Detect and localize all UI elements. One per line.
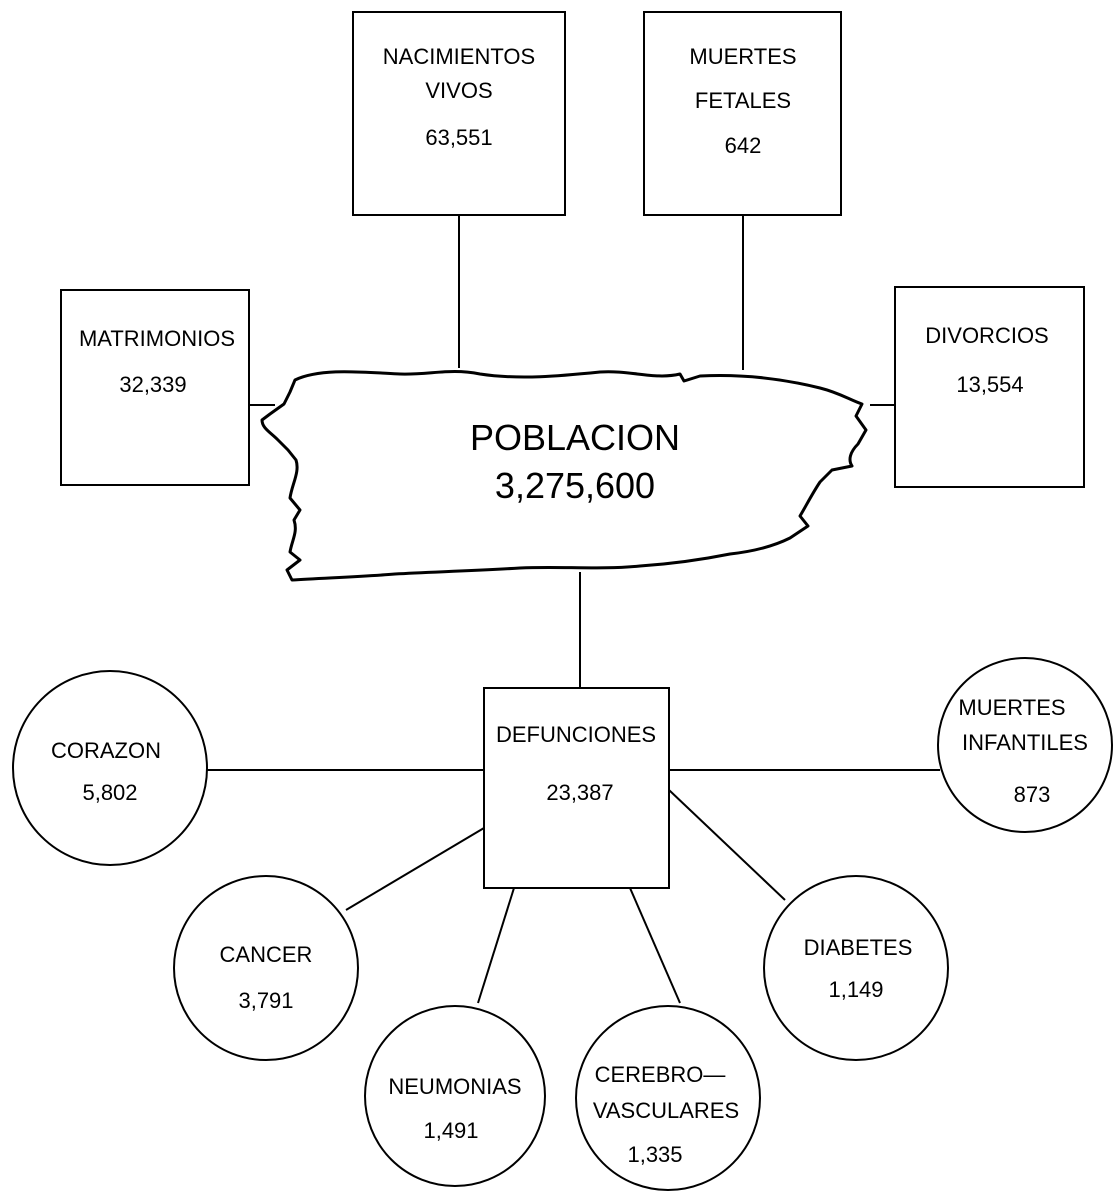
cerebrovasculares-label-line1: CEREBRO—	[595, 1062, 726, 1087]
muertes-infantiles-node: MUERTES INFANTILES 873	[937, 657, 1113, 833]
muertes-fetales-value: 642	[725, 133, 762, 158]
cerebrovasculares-label-line2: VASCULARES	[593, 1098, 739, 1123]
matrimonios-value: 32,339	[119, 372, 186, 397]
cancer-value: 3,791	[238, 988, 293, 1013]
connectors	[205, 215, 940, 1004]
matrimonios-box	[60, 289, 250, 486]
poblacion-node: POBLACION 3,275,600	[260, 370, 868, 582]
matrimonios-label: MATRIMONIOS	[79, 326, 235, 351]
link-diabetes	[668, 789, 786, 901]
diabetes-circle	[763, 875, 949, 1061]
matrimonios-node: MATRIMONIOS 32,339	[60, 289, 250, 486]
muertes-infantiles-circle	[937, 657, 1113, 833]
link-cancer	[345, 827, 485, 911]
corazon-node: CORAZON 5,802	[12, 670, 208, 866]
corazon-value: 5,802	[82, 780, 137, 805]
poblacion-label: POBLACION	[470, 417, 680, 458]
cancer-label: CANCER	[220, 942, 313, 967]
muertes-fetales-label-line2: FETALES	[695, 88, 791, 113]
diabetes-node: DIABETES 1,149	[763, 875, 949, 1061]
neumonias-node: NEUMONIAS 1,491	[364, 1005, 546, 1187]
muertes-infantiles-value: 873	[1014, 782, 1051, 807]
diabetes-label: DIABETES	[804, 935, 913, 960]
defunciones-box	[483, 687, 670, 889]
corazon-label: CORAZON	[51, 738, 161, 763]
divorcios-label: DIVORCIOS	[925, 323, 1048, 348]
muertes-infantiles-label-line2: INFANTILES	[962, 730, 1088, 755]
cerebrovasculares-value: 1,335	[627, 1142, 682, 1167]
muertes-fetales-box	[643, 11, 842, 216]
nacimientos-node: NACIMIENTOS VIVOS 63,551	[352, 11, 566, 216]
divorcios-value: 13,554	[956, 372, 1023, 397]
divorcios-box	[894, 286, 1085, 488]
cerebrovasculares-circle	[575, 1005, 761, 1191]
cancer-node: CANCER 3,791	[173, 875, 359, 1061]
corazon-circle	[12, 670, 208, 866]
cerebrovasculares-node: CEREBRO— VASCULARES 1,335	[575, 1005, 761, 1191]
island-outline	[260, 370, 868, 582]
diabetes-value: 1,149	[828, 977, 883, 1002]
defunciones-node: DEFUNCIONES 23,387	[483, 687, 670, 889]
neumonias-value: 1,491	[423, 1118, 478, 1143]
muertes-infantiles-label-line1: MUERTES	[958, 695, 1065, 720]
cancer-circle	[173, 875, 359, 1061]
neumonias-circle	[364, 1005, 546, 1187]
muertes-fetales-label-line1: MUERTES	[689, 44, 796, 69]
link-neumonias	[477, 887, 515, 1004]
poblacion-value: 3,275,600	[495, 465, 655, 506]
defunciones-value: 23,387	[546, 780, 613, 805]
defunciones-label: DEFUNCIONES	[496, 722, 656, 747]
link-cerebrovasculares	[629, 887, 681, 1004]
nacimientos-label-line2: VIVOS	[425, 78, 492, 103]
nacimientos-label-line1: NACIMIENTOS	[383, 44, 535, 69]
divorcios-node: DIVORCIOS 13,554	[894, 286, 1085, 488]
muertes-fetales-node: MUERTES FETALES 642	[643, 11, 842, 216]
nacimientos-box	[352, 11, 566, 216]
neumonias-label: NEUMONIAS	[388, 1074, 521, 1099]
nacimientos-value: 63,551	[425, 125, 492, 150]
